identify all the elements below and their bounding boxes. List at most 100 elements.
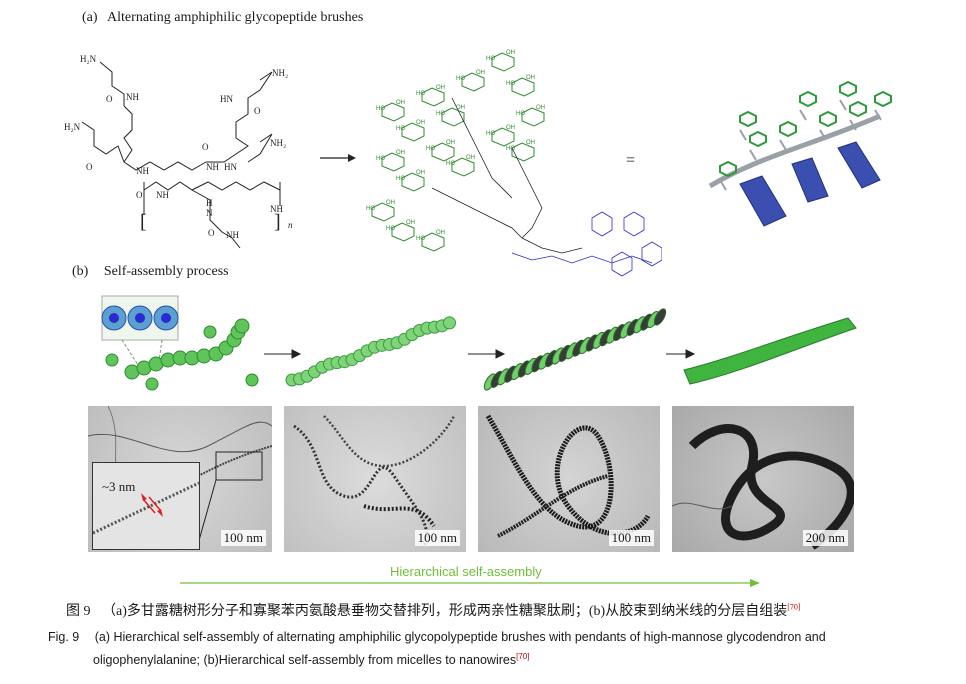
- sugar-ring: [401, 122, 425, 142]
- brush-sugar-ring: [849, 100, 867, 118]
- sugar-label-oh: OH: [436, 85, 445, 91]
- bracket-right: ]: [274, 211, 281, 233]
- sugar-label-ho: HO: [416, 236, 425, 242]
- tem-inset: ~3 nm: [92, 462, 200, 550]
- chem-label-hn-1: HN: [220, 94, 233, 104]
- sugar-label-oh: OH: [456, 105, 465, 111]
- caption-cn-text: （a)多甘露糖树形分子和寡聚苯丙氨酸悬垂物交替排列，形成两亲性糖聚肽刷；(b)从…: [102, 604, 788, 619]
- panel-b-label: (b): [72, 264, 89, 279]
- brush-sugar-ring: [799, 90, 817, 108]
- peptide-block-3: [837, 141, 881, 189]
- sugar-ring: [521, 107, 545, 127]
- sugar-label-oh: OH: [526, 140, 535, 146]
- hierarchical-arrow: [180, 579, 760, 587]
- brush-cartoon: [708, 80, 892, 227]
- chem-label-o-2: O: [254, 106, 261, 116]
- chem-label-nh-3: NH: [206, 162, 219, 172]
- brush-branch: [749, 149, 757, 161]
- twisted-segment: [653, 308, 667, 326]
- brush-sugar-ring: [739, 110, 757, 128]
- tem-scale-bar-3: 100 nm: [608, 530, 654, 546]
- tem-scale-bar-4: 200 nm: [802, 530, 848, 546]
- sugar-ring: [421, 232, 445, 252]
- sugar-label-ho: HO: [456, 76, 465, 82]
- chem-label-o-4: O: [202, 142, 209, 152]
- micelle-center: [109, 313, 119, 323]
- sugar-label-ho: HO: [506, 81, 515, 87]
- chem-label-nh-6: NH: [226, 230, 239, 240]
- chem-label-h2n-2: H₂N: [64, 122, 81, 132]
- sugar-label-ho: HO: [366, 206, 375, 212]
- arrow-a-1: [320, 154, 356, 162]
- sugar-label-ho: HO: [506, 146, 515, 152]
- tem-image-2: 100 nm: [284, 406, 466, 552]
- tem-image-1: ~3 nm 100 nm: [88, 406, 272, 552]
- sugar-label-ho: HO: [436, 111, 445, 117]
- peptide-block-1: [739, 175, 787, 227]
- sugar-label-oh: OH: [396, 150, 405, 156]
- sugar-ring: [381, 152, 405, 172]
- caption-en-text-2: oligophenylalanine; (b)Hierarchical self…: [93, 653, 517, 668]
- tem-image-3-fibers: [485, 414, 651, 538]
- caption-cn-ref: [70]: [787, 602, 801, 612]
- brush-sugar-ring: [749, 130, 767, 148]
- sugar-ring: [441, 107, 465, 127]
- chem-label-o-3: O: [86, 162, 93, 172]
- glycodendron-structure: HO OH HO OH HO OH HO OH HO OH HO OH HO OH HO OH HO OH HO OH…: [366, 50, 662, 277]
- chem-label-o-6: O: [208, 228, 215, 238]
- brush-sugar-ring: [779, 120, 797, 138]
- panel-b-title: (b) Self-assembly process: [72, 264, 229, 280]
- chem-label-o-1: O: [106, 94, 113, 104]
- brush-branch: [739, 129, 747, 141]
- sugar-ring: [391, 222, 415, 242]
- chem-label-nh-4: NH: [156, 190, 169, 200]
- sugar-label-oh: OH: [476, 70, 485, 76]
- sugar-label-oh: OH: [406, 220, 415, 226]
- chem-label-h2n-1: H₂N: [80, 54, 97, 64]
- chain-sphere: [443, 316, 456, 330]
- tem-scale-bar-2: 100 nm: [414, 530, 460, 546]
- sugar-label-ho: HO: [396, 176, 405, 182]
- brush-sugar-ring: [874, 90, 892, 108]
- free-sphere: [203, 325, 217, 339]
- caption-en-text-1: (a) Hierarchical self-assembly of altern…: [94, 630, 826, 644]
- nanowire-ribbon: [683, 317, 857, 385]
- tem-image-4: 200 nm: [672, 406, 854, 552]
- free-sphere: [105, 353, 119, 367]
- chem-label-nh-2: NH: [136, 166, 149, 176]
- sugar-label-oh: OH: [416, 170, 425, 176]
- panel-a-title-text: Alternating amphiphilic glycopeptide bru…: [107, 10, 364, 25]
- sugar-ring: [491, 52, 515, 72]
- panel-b-title-text: Self-assembly process: [103, 264, 229, 279]
- tem-image-4-fibers: [672, 424, 854, 550]
- brush-sugar-ring: [839, 80, 857, 98]
- sugar-ring: [421, 87, 445, 107]
- sugar-label-ho: HO: [376, 106, 385, 112]
- caption-cn: 图 9 （a)多甘露糖树形分子和寡聚苯丙氨酸悬垂物交替排列，形成两亲性糖聚肽刷；…: [66, 600, 926, 620]
- chem-label-nh2-2: NH₂: [270, 138, 286, 148]
- tem-scale-bar-1: 100 nm: [220, 530, 266, 546]
- sugar-ring: [511, 142, 535, 162]
- caption-en: Fig. 9 (a) Hierarchical self-assembly of…: [48, 628, 928, 670]
- free-sphere: [145, 377, 159, 391]
- sugar-ring: [491, 127, 515, 147]
- micelle-center: [161, 313, 171, 323]
- self-assembly-cartoons: [101, 295, 857, 391]
- sugar-ring: [451, 157, 475, 177]
- tem-image-3: 100 nm: [478, 406, 660, 552]
- sugar-ring: [461, 72, 485, 92]
- brush-sugar-ring: [719, 160, 737, 178]
- sugar-label-ho: HO: [446, 161, 455, 167]
- brush-branch: [819, 129, 827, 141]
- chem-label-o-5: O: [136, 190, 143, 200]
- tem-inset-label: ~3 nm: [102, 479, 136, 494]
- sugar-label-oh: OH: [506, 50, 515, 56]
- sugar-label-ho: HO: [376, 156, 385, 162]
- sphere: [234, 318, 250, 334]
- hierarchical-label: Hierarchical self-assembly: [390, 564, 542, 579]
- caption-en-prefix: Fig. 9: [48, 630, 80, 644]
- sugar-label-oh: OH: [536, 105, 545, 111]
- sugar-label-oh: OH: [436, 230, 445, 236]
- chemical-structure-left: H₂N H₂N NH₂ NH₂ NH HN NH NH HN NH H N NH…: [64, 54, 293, 249]
- sugar-label-oh: OH: [386, 200, 395, 206]
